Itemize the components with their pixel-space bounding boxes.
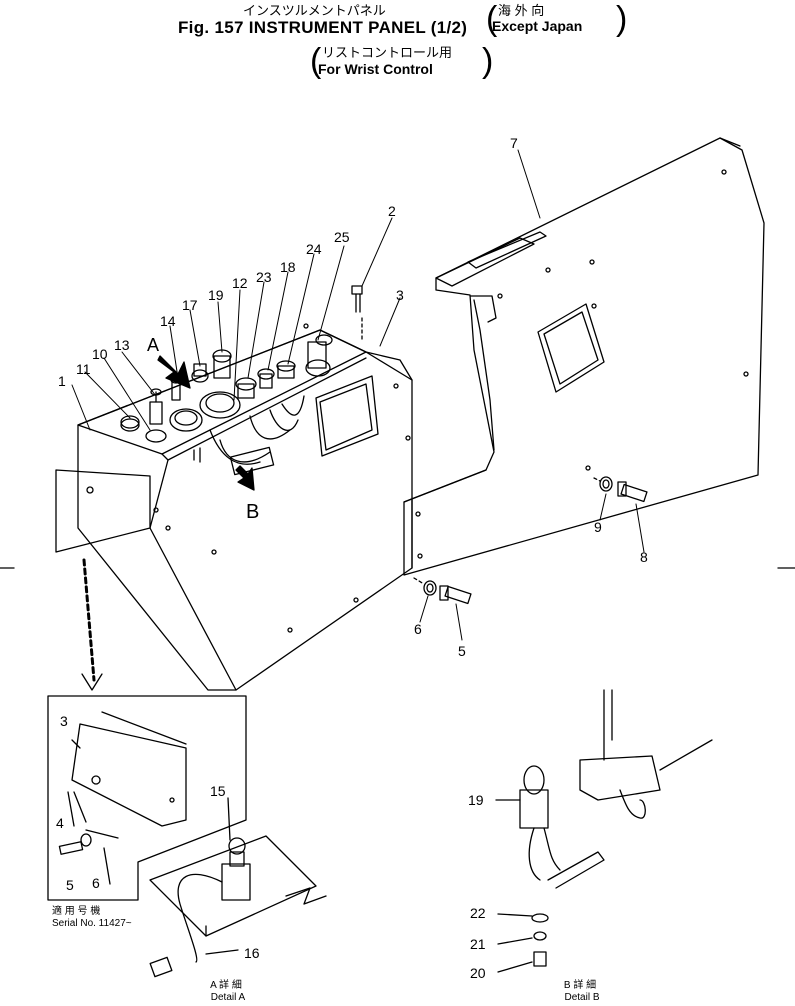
bracket-left-2: ( [310, 42, 322, 80]
callout-21: 21 [470, 936, 486, 952]
detail-a-jp: A 詳 細 [210, 980, 242, 991]
callout-20: 20 [470, 965, 486, 981]
view-label-b: B [246, 501, 260, 523]
callout-3: 3 [396, 287, 404, 303]
bracket-right-2: ) [482, 42, 494, 80]
title-jp: インスツルメントパネル [243, 3, 386, 18]
callout-11: 11 [76, 361, 91, 377]
side-cover-7 [404, 138, 764, 575]
bolt-8-washer-9 [594, 477, 647, 501]
variant-en: For Wrist Control [318, 61, 433, 77]
serial-inset [48, 696, 246, 900]
callout-2: 2 [388, 203, 396, 219]
lower-cover [56, 470, 150, 552]
callout-12: 12 [232, 275, 248, 291]
region-en: Except Japan [492, 18, 583, 34]
view-arrow-a [158, 356, 190, 388]
callout-24: 24 [306, 241, 322, 257]
callout-9: 9 [594, 519, 602, 535]
screw-2 [352, 286, 362, 340]
callout-7: 7 [510, 135, 518, 151]
serial-jp: 適 用 号 機 [52, 906, 101, 917]
callout-10: 10 [92, 346, 108, 362]
detail-arrow [82, 560, 102, 690]
callout-19: 19 [208, 287, 224, 303]
callout-18: 18 [280, 259, 296, 275]
bracket-left-1: ( [486, 0, 498, 38]
callout-23: 23 [256, 269, 272, 285]
bracket-right-1: ) [616, 0, 628, 38]
inset-callout-6: 6 [92, 875, 100, 891]
callout-6: 6 [414, 621, 422, 637]
detail-a-drawing [150, 798, 326, 977]
callout-5: 5 [458, 643, 466, 659]
variant-jp: リストコントロール用 [322, 45, 453, 60]
view-label-a: A [147, 335, 160, 355]
callout-8: 8 [640, 549, 648, 565]
detail-b-en: Detail B [564, 992, 600, 1003]
bolt-5-washer-6 [414, 578, 471, 603]
inset-callout-4: 4 [56, 815, 64, 831]
callout-1: 1 [58, 373, 66, 389]
callout-14: 14 [160, 313, 176, 329]
region-jp: 海 外 向 [498, 3, 545, 18]
figure-title: Fig. 157 INSTRUMENT PANEL (1/2) [178, 18, 468, 37]
callout-25: 25 [334, 229, 350, 245]
gauges-and-switches [121, 335, 332, 475]
callout-17: 17 [182, 297, 198, 313]
callout-16: 16 [244, 945, 260, 961]
instrument-box-3 [78, 324, 412, 690]
inset-callout-5: 5 [66, 877, 74, 893]
callout-15: 15 [210, 783, 226, 799]
callout-19-detail: 19 [468, 792, 484, 808]
detail-b-jp: B 詳 細 [563, 980, 597, 991]
detail-b-drawing [496, 690, 712, 972]
callout-22: 22 [470, 905, 486, 921]
callout-13: 13 [114, 337, 130, 353]
view-arrow-b [236, 466, 254, 490]
detail-a-en: Detail A [210, 992, 246, 1003]
serial-en: Serial No. 11427~ [52, 918, 132, 929]
inset-callout-3: 3 [60, 713, 68, 729]
leader-lines [72, 150, 644, 640]
